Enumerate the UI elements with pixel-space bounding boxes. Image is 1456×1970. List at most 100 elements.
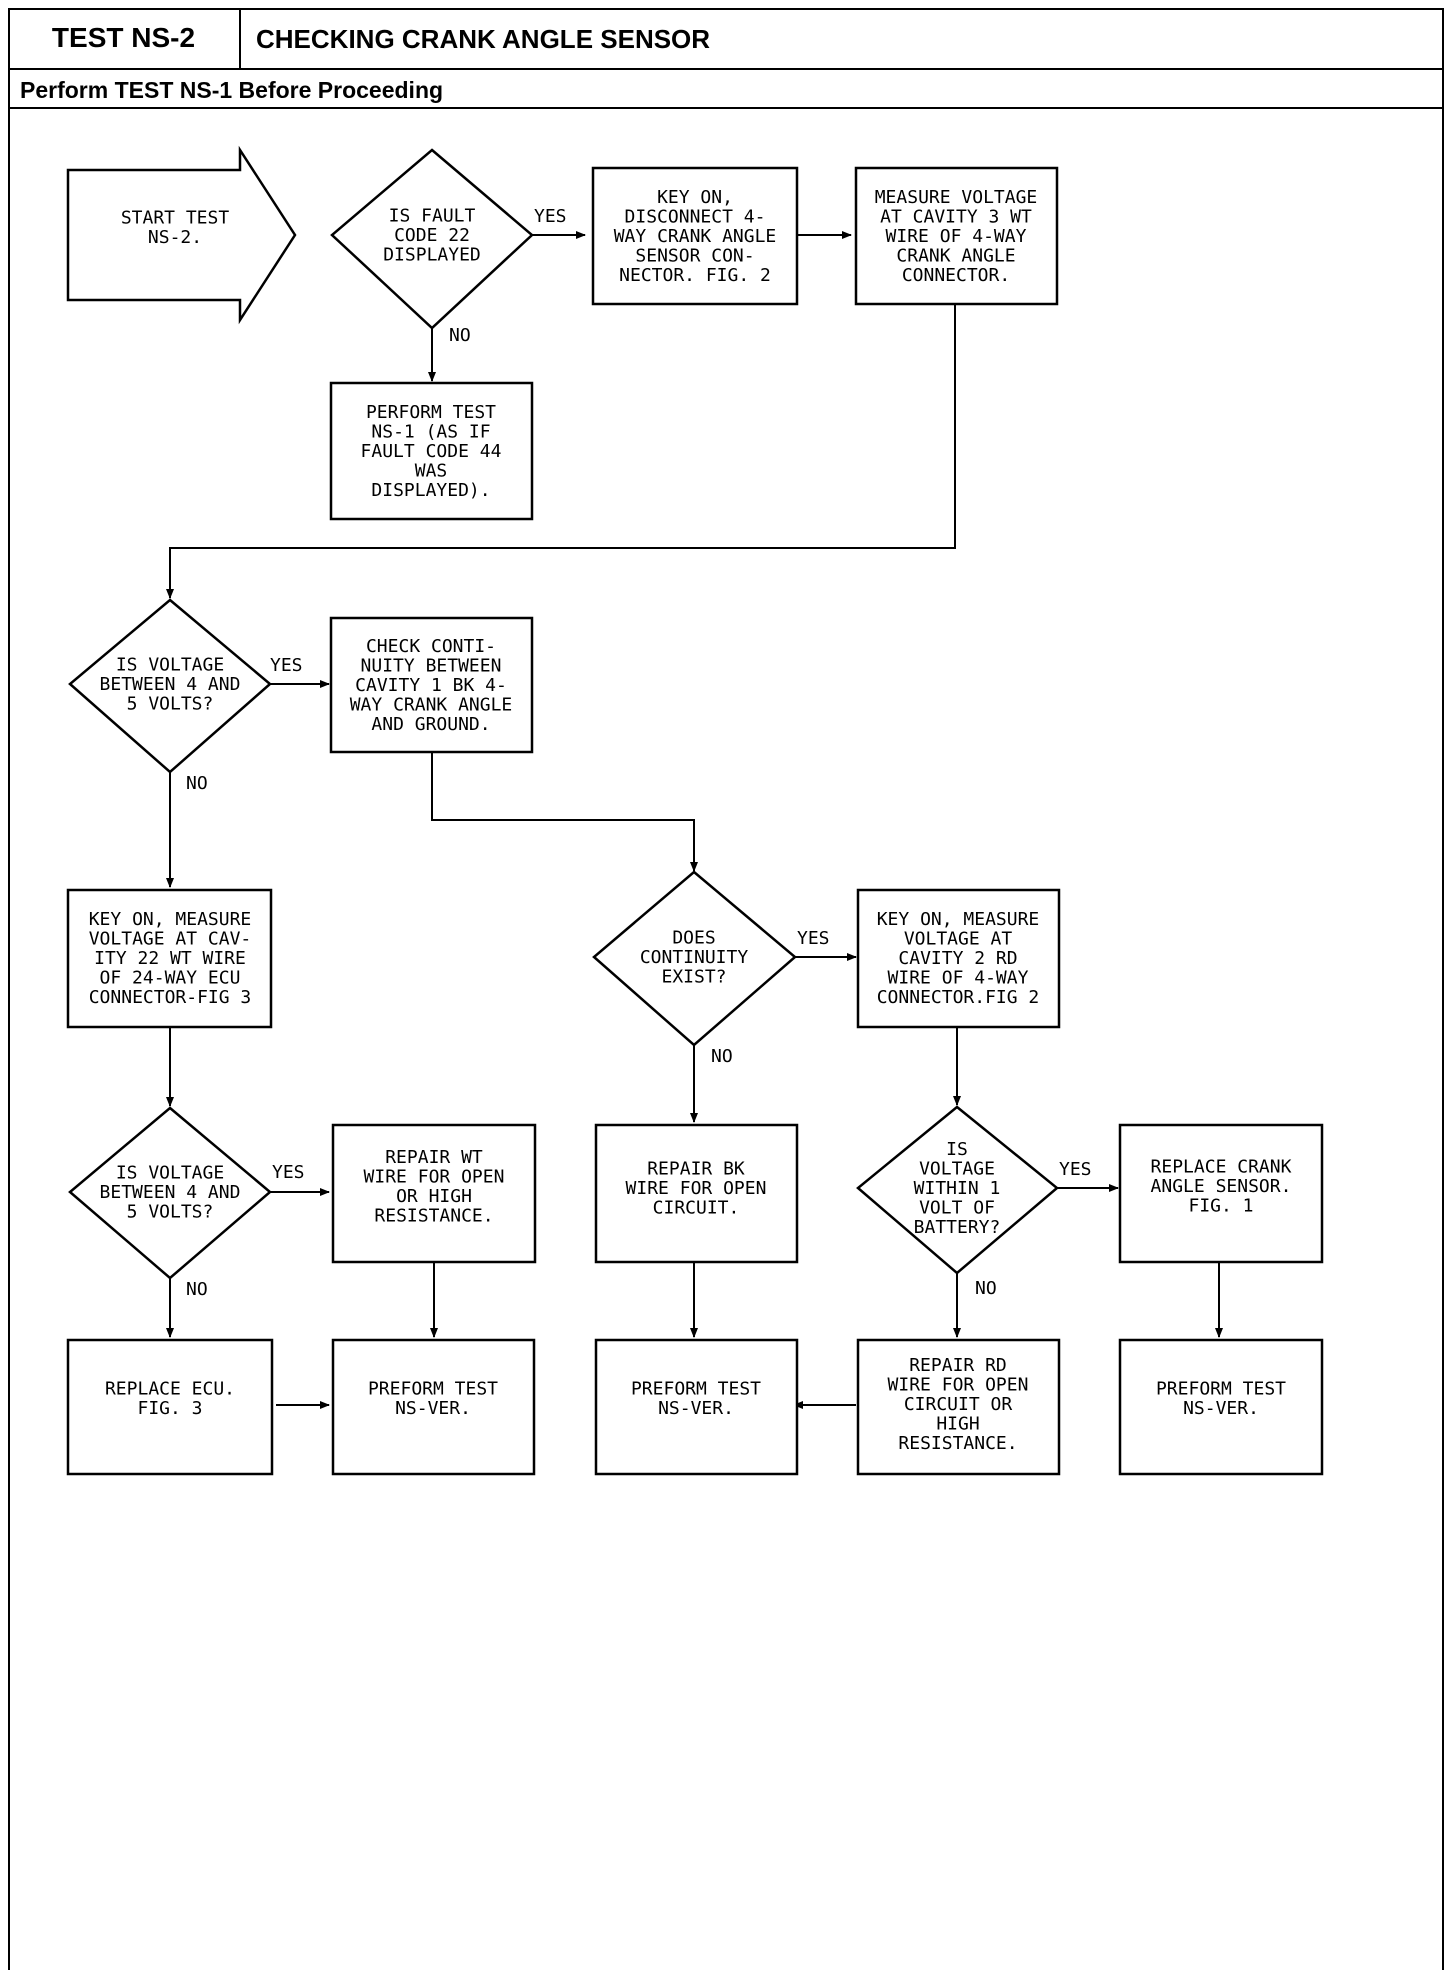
node-text-line: IS VOLTAGE xyxy=(116,655,224,676)
node-text-line: IS VOLTAGE xyxy=(116,1163,224,1184)
node-text-line: CIRCUIT. xyxy=(653,1198,740,1219)
node-text-line: ANGLE SENSOR. xyxy=(1151,1176,1292,1197)
node-text-line: AT CAVITY 3 WT xyxy=(880,207,1032,228)
node-text-line: PREFORM TEST xyxy=(1156,1378,1286,1399)
prerequisite-note: Perform TEST NS-1 Before Proceeding xyxy=(20,76,444,103)
replace-ecu-box: REPLACE ECU.FIG. 3 xyxy=(66,1338,274,1476)
header-divider xyxy=(8,68,1444,70)
node-text-line: CIRCUIT OR xyxy=(904,1394,1013,1415)
node-text-line: WIRE OF 4-WAY xyxy=(888,968,1029,989)
node-text-line: WITHIN 1 xyxy=(914,1178,1001,1199)
page-frame xyxy=(8,8,1444,1970)
node-text-line: CODE 22 xyxy=(394,225,470,246)
arrow-check-doescont xyxy=(431,752,698,872)
node-text-line: WIRE FOR OPEN xyxy=(888,1375,1029,1396)
no-label: NO xyxy=(975,1278,997,1299)
node-text-line: NUITY BETWEEN xyxy=(361,656,502,677)
node-text-line: FIG. 1 xyxy=(1188,1196,1253,1217)
node-text-line: FAULT CODE 44 xyxy=(361,441,502,462)
yes-label: YES xyxy=(270,655,303,676)
node-text-line: REPLACE ECU. xyxy=(105,1378,235,1399)
node-text-line: 5 VOLTS? xyxy=(127,694,214,715)
node-text-line: WIRE FOR OPEN xyxy=(364,1166,505,1187)
yes-label: YES xyxy=(534,206,567,227)
node-text-line: BETWEEN 4 AND xyxy=(100,1182,241,1203)
node-text-line: SENSOR CON- xyxy=(635,246,754,267)
node-text-line: VOLTAGE AT xyxy=(904,929,1013,950)
node-text-line: ITY 22 WT WIRE xyxy=(94,948,246,969)
node-text-line: OF 24-WAY ECU xyxy=(100,968,241,989)
header-divider-bottom xyxy=(8,107,1444,109)
node-text-line: RESISTANCE. xyxy=(898,1433,1017,1454)
node-text-line: OR HIGH xyxy=(396,1186,472,1207)
node-text-line: REPAIR RD xyxy=(909,1355,1007,1376)
test-id: TEST NS-2 xyxy=(8,8,241,70)
node-text-line: AND GROUND. xyxy=(371,714,490,735)
node-text-line: DISPLAYED xyxy=(383,245,481,266)
node-text-line: DOES xyxy=(672,928,715,949)
node-text-line: START TEST xyxy=(121,207,230,228)
node-text-line: NECTOR. FIG. 2 xyxy=(619,265,771,286)
yes-label: YES xyxy=(272,1162,305,1183)
no-label: NO xyxy=(186,773,208,794)
node-text-line: PREFORM TEST xyxy=(368,1378,498,1399)
node-text-line: FIG. 3 xyxy=(137,1398,202,1419)
node-text-line: PERFORM TEST xyxy=(366,402,496,423)
node-text-line: NS-VER. xyxy=(395,1398,471,1419)
node-text-line: CAVITY 1 BK 4- xyxy=(355,675,507,696)
node-text-line: DISPLAYED). xyxy=(371,480,490,501)
node-text-line: WIRE FOR OPEN xyxy=(626,1178,767,1199)
node-text-line: VOLTAGE xyxy=(919,1159,995,1180)
node-text-line: DISCONNECT 4- xyxy=(625,207,766,228)
node-text-line: NS-VER. xyxy=(1183,1398,1259,1419)
node-text-line: NS-2. xyxy=(148,227,202,248)
node-text-line: EXIST? xyxy=(661,967,726,988)
node-text-line: CONNECTOR. xyxy=(902,265,1010,286)
node-text-line: CONNECTOR.FIG 2 xyxy=(877,987,1040,1008)
node-text-line: BATTERY? xyxy=(914,1217,1001,1238)
node-text-line: CRANK ANGLE xyxy=(896,246,1015,267)
no-label: NO xyxy=(449,325,471,346)
node-text-line: CONNECTOR-FIG 3 xyxy=(89,987,252,1008)
node-text-line: PREFORM TEST xyxy=(631,1378,761,1399)
node-text-line: HIGH xyxy=(936,1414,979,1435)
node-text-line: VOLTAGE AT CAV- xyxy=(89,929,252,950)
node-text-line: WAS xyxy=(415,461,448,482)
node-text-line: NS-1 (AS IF xyxy=(371,422,490,443)
node-text-line: CAVITY 2 RD xyxy=(898,948,1017,969)
arrow-measure3-volt1 xyxy=(166,304,956,599)
no-label: NO xyxy=(711,1046,733,1067)
branch-labels: YES NO YES NO YES NO YES NO YES NO xyxy=(186,206,1092,1300)
node-text-line: WAY CRANK ANGLE xyxy=(614,226,777,247)
yes-label: YES xyxy=(1059,1159,1092,1180)
